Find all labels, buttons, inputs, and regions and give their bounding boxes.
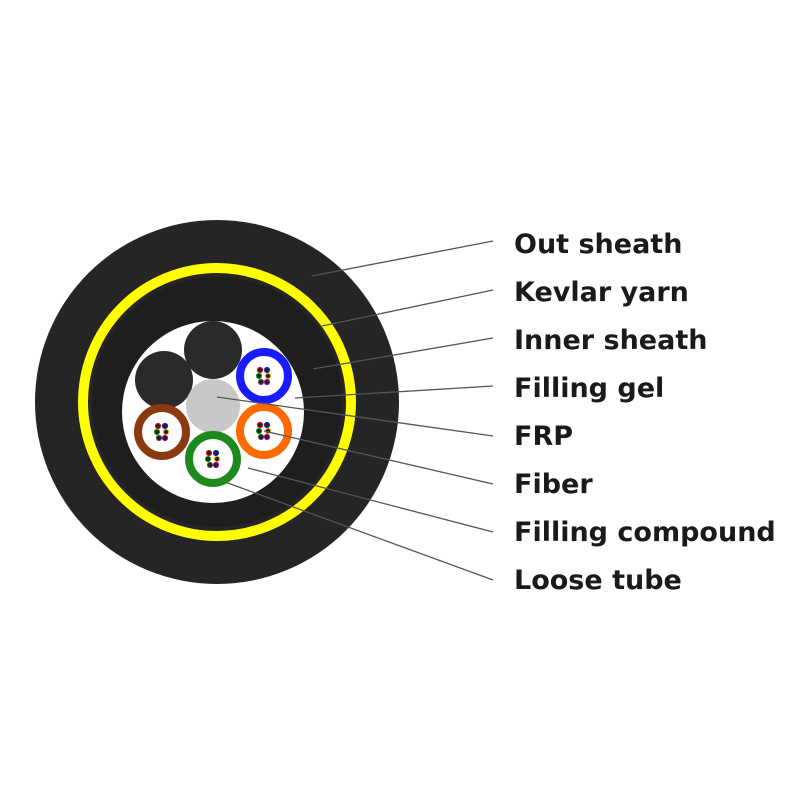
fiber [255,427,263,435]
label-out-sheath: Out sheath [514,229,682,260]
label-filling-compound: Filling compound [514,517,776,548]
fiber [263,433,271,441]
fiber [256,366,264,374]
leader-line-fiber [263,430,494,485]
fiber-bundle [255,366,272,386]
leader-line-filling-compound [247,467,494,533]
fiber-bundle [204,449,221,469]
leader-lines [216,240,494,581]
fiber [264,372,272,380]
label-inner-sheath: Inner sheath [514,325,707,356]
fiber [204,455,212,463]
fiber [212,461,220,469]
fiber [206,461,214,469]
fiber [153,428,161,436]
brown-loose-tube [134,404,190,460]
fiber [155,434,163,442]
filler-rod [184,321,242,379]
frp-central-member [186,379,240,433]
fiber [256,421,264,429]
label-kevlar-yarn: Kevlar yarn [514,277,689,308]
fiber [257,433,265,441]
fiber [213,455,221,463]
fiber [161,434,169,442]
fiber [161,422,169,430]
filler-rod [135,351,193,409]
fiber-bundle [153,422,170,442]
fiber [263,378,271,386]
label-frp: FRP [514,421,573,452]
fiber [162,428,170,436]
leader-line-frp [216,396,494,437]
fiber [205,449,213,457]
leader-line-inner-sheath [312,337,494,370]
leader-line-kevlar-yarn [321,289,494,327]
label-loose-tube: Loose tube [514,565,682,596]
fiber [212,449,220,457]
fiber [154,422,162,430]
leader-line-filling-gel [294,385,494,399]
fiber [257,378,265,386]
leader-line-loose-tube [224,481,494,581]
fiber [255,372,263,380]
loose-tube-wall [134,404,190,460]
label-filling-gel: Filling gel [514,373,664,404]
fiber [263,366,271,374]
blue-loose-tube [236,348,292,404]
kevlar-yarn-ring [78,263,356,541]
loose-tube-wall [236,348,292,404]
fiber [263,421,271,429]
leader-line-out-sheath [311,240,494,277]
label-fiber: Fiber [514,469,593,500]
loose-tube-wall [185,431,241,487]
green-loose-tube [185,431,241,487]
labels: Out sheath Kevlar yarn Inner sheath Fill… [514,229,776,596]
